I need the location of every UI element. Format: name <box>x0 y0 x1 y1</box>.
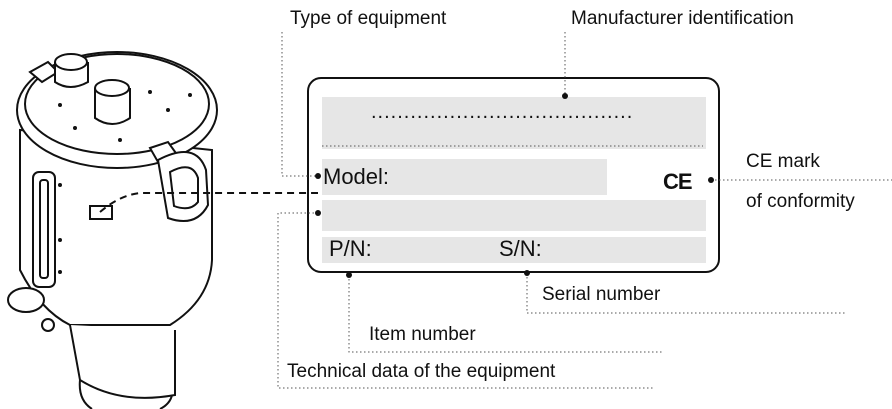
model-field <box>322 159 607 195</box>
callout-serial-number: Serial number <box>542 284 661 305</box>
technical-data-field <box>322 200 706 231</box>
pn-sn-field <box>322 237 706 263</box>
sn-label: S/N: <box>499 236 542 261</box>
pn-label: P/N: <box>329 236 372 261</box>
callout-manufacturer-identification: Manufacturer identification <box>571 8 794 29</box>
callout-ce-conformity: of conformity <box>746 191 855 212</box>
manufacturer-field <box>322 97 706 149</box>
nameplate: ........................................… <box>307 77 720 273</box>
manufacturer-placeholder: ........................................ <box>371 101 634 123</box>
callout-type-of-equipment: Type of equipment <box>290 8 447 29</box>
model-label: Model: <box>323 164 390 189</box>
ce-mark-icon: CE <box>663 169 693 194</box>
callout-item-number: Item number <box>369 324 476 345</box>
callout-ce-mark: CE mark <box>746 151 820 172</box>
callout-technical-data: Technical data of the equipment <box>287 361 556 382</box>
